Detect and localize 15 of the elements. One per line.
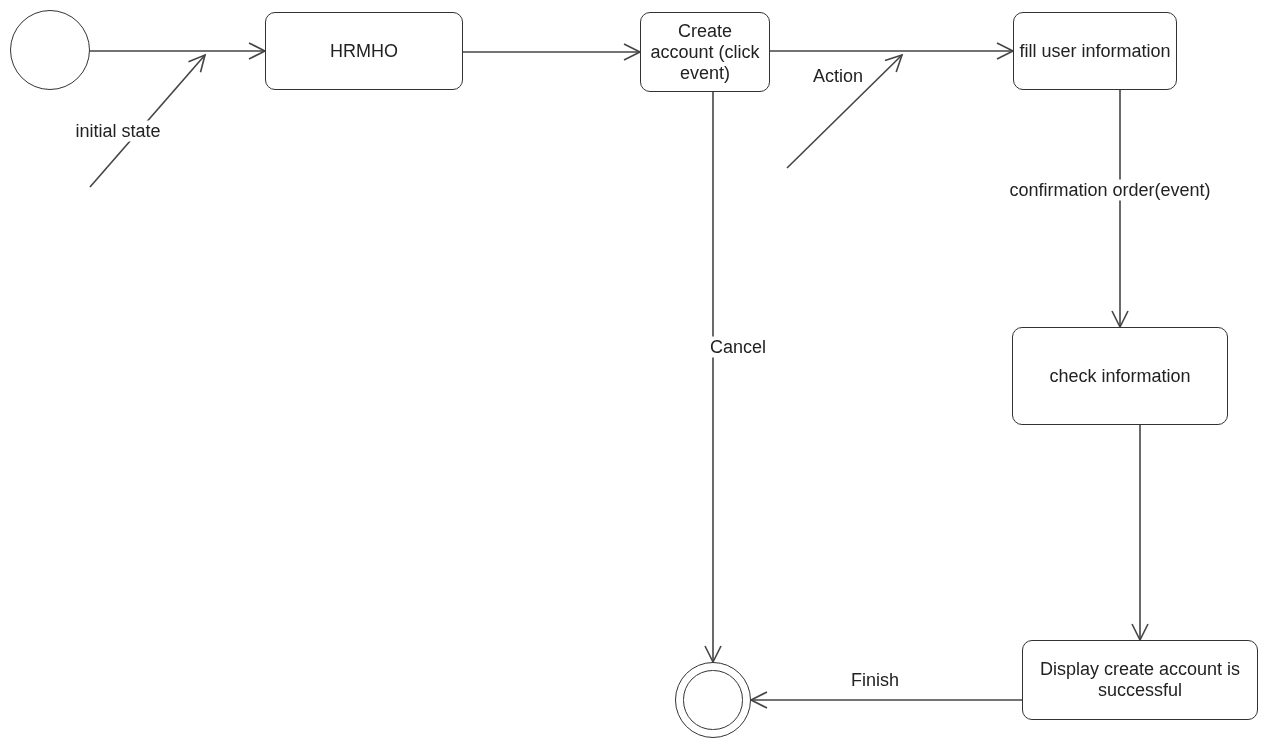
transition-arrow	[1131, 424, 1149, 641]
edge-label: Cancel	[708, 336, 768, 358]
state-box: Create account (click event)	[640, 12, 770, 92]
transition-arrow	[1111, 89, 1129, 328]
state-box: check information	[1012, 327, 1228, 425]
edge-label: confirmation order(event)	[1007, 179, 1213, 201]
state-box: fill user information	[1013, 12, 1177, 90]
transition-arrow	[89, 42, 266, 60]
transition-arrow	[704, 91, 722, 663]
transition-arrow	[750, 691, 1023, 709]
state-box: Display create account is successful	[1022, 640, 1258, 720]
edge-label: initial state	[73, 120, 163, 142]
transition-arrow	[769, 42, 1014, 60]
state-box: HRMHO	[265, 12, 463, 90]
transition-arrow	[462, 43, 641, 61]
